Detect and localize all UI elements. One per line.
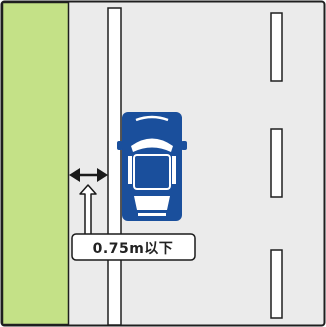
green-verge (3, 3, 69, 325)
lane-dash (271, 13, 282, 81)
lane-divider-dashes (271, 13, 282, 318)
car-top-view-icon (117, 112, 187, 221)
measurement-label: 0.75m以下 (93, 241, 174, 257)
lane-dash (271, 129, 282, 197)
lane-dash (271, 250, 282, 318)
road-edge-line (108, 8, 121, 325)
